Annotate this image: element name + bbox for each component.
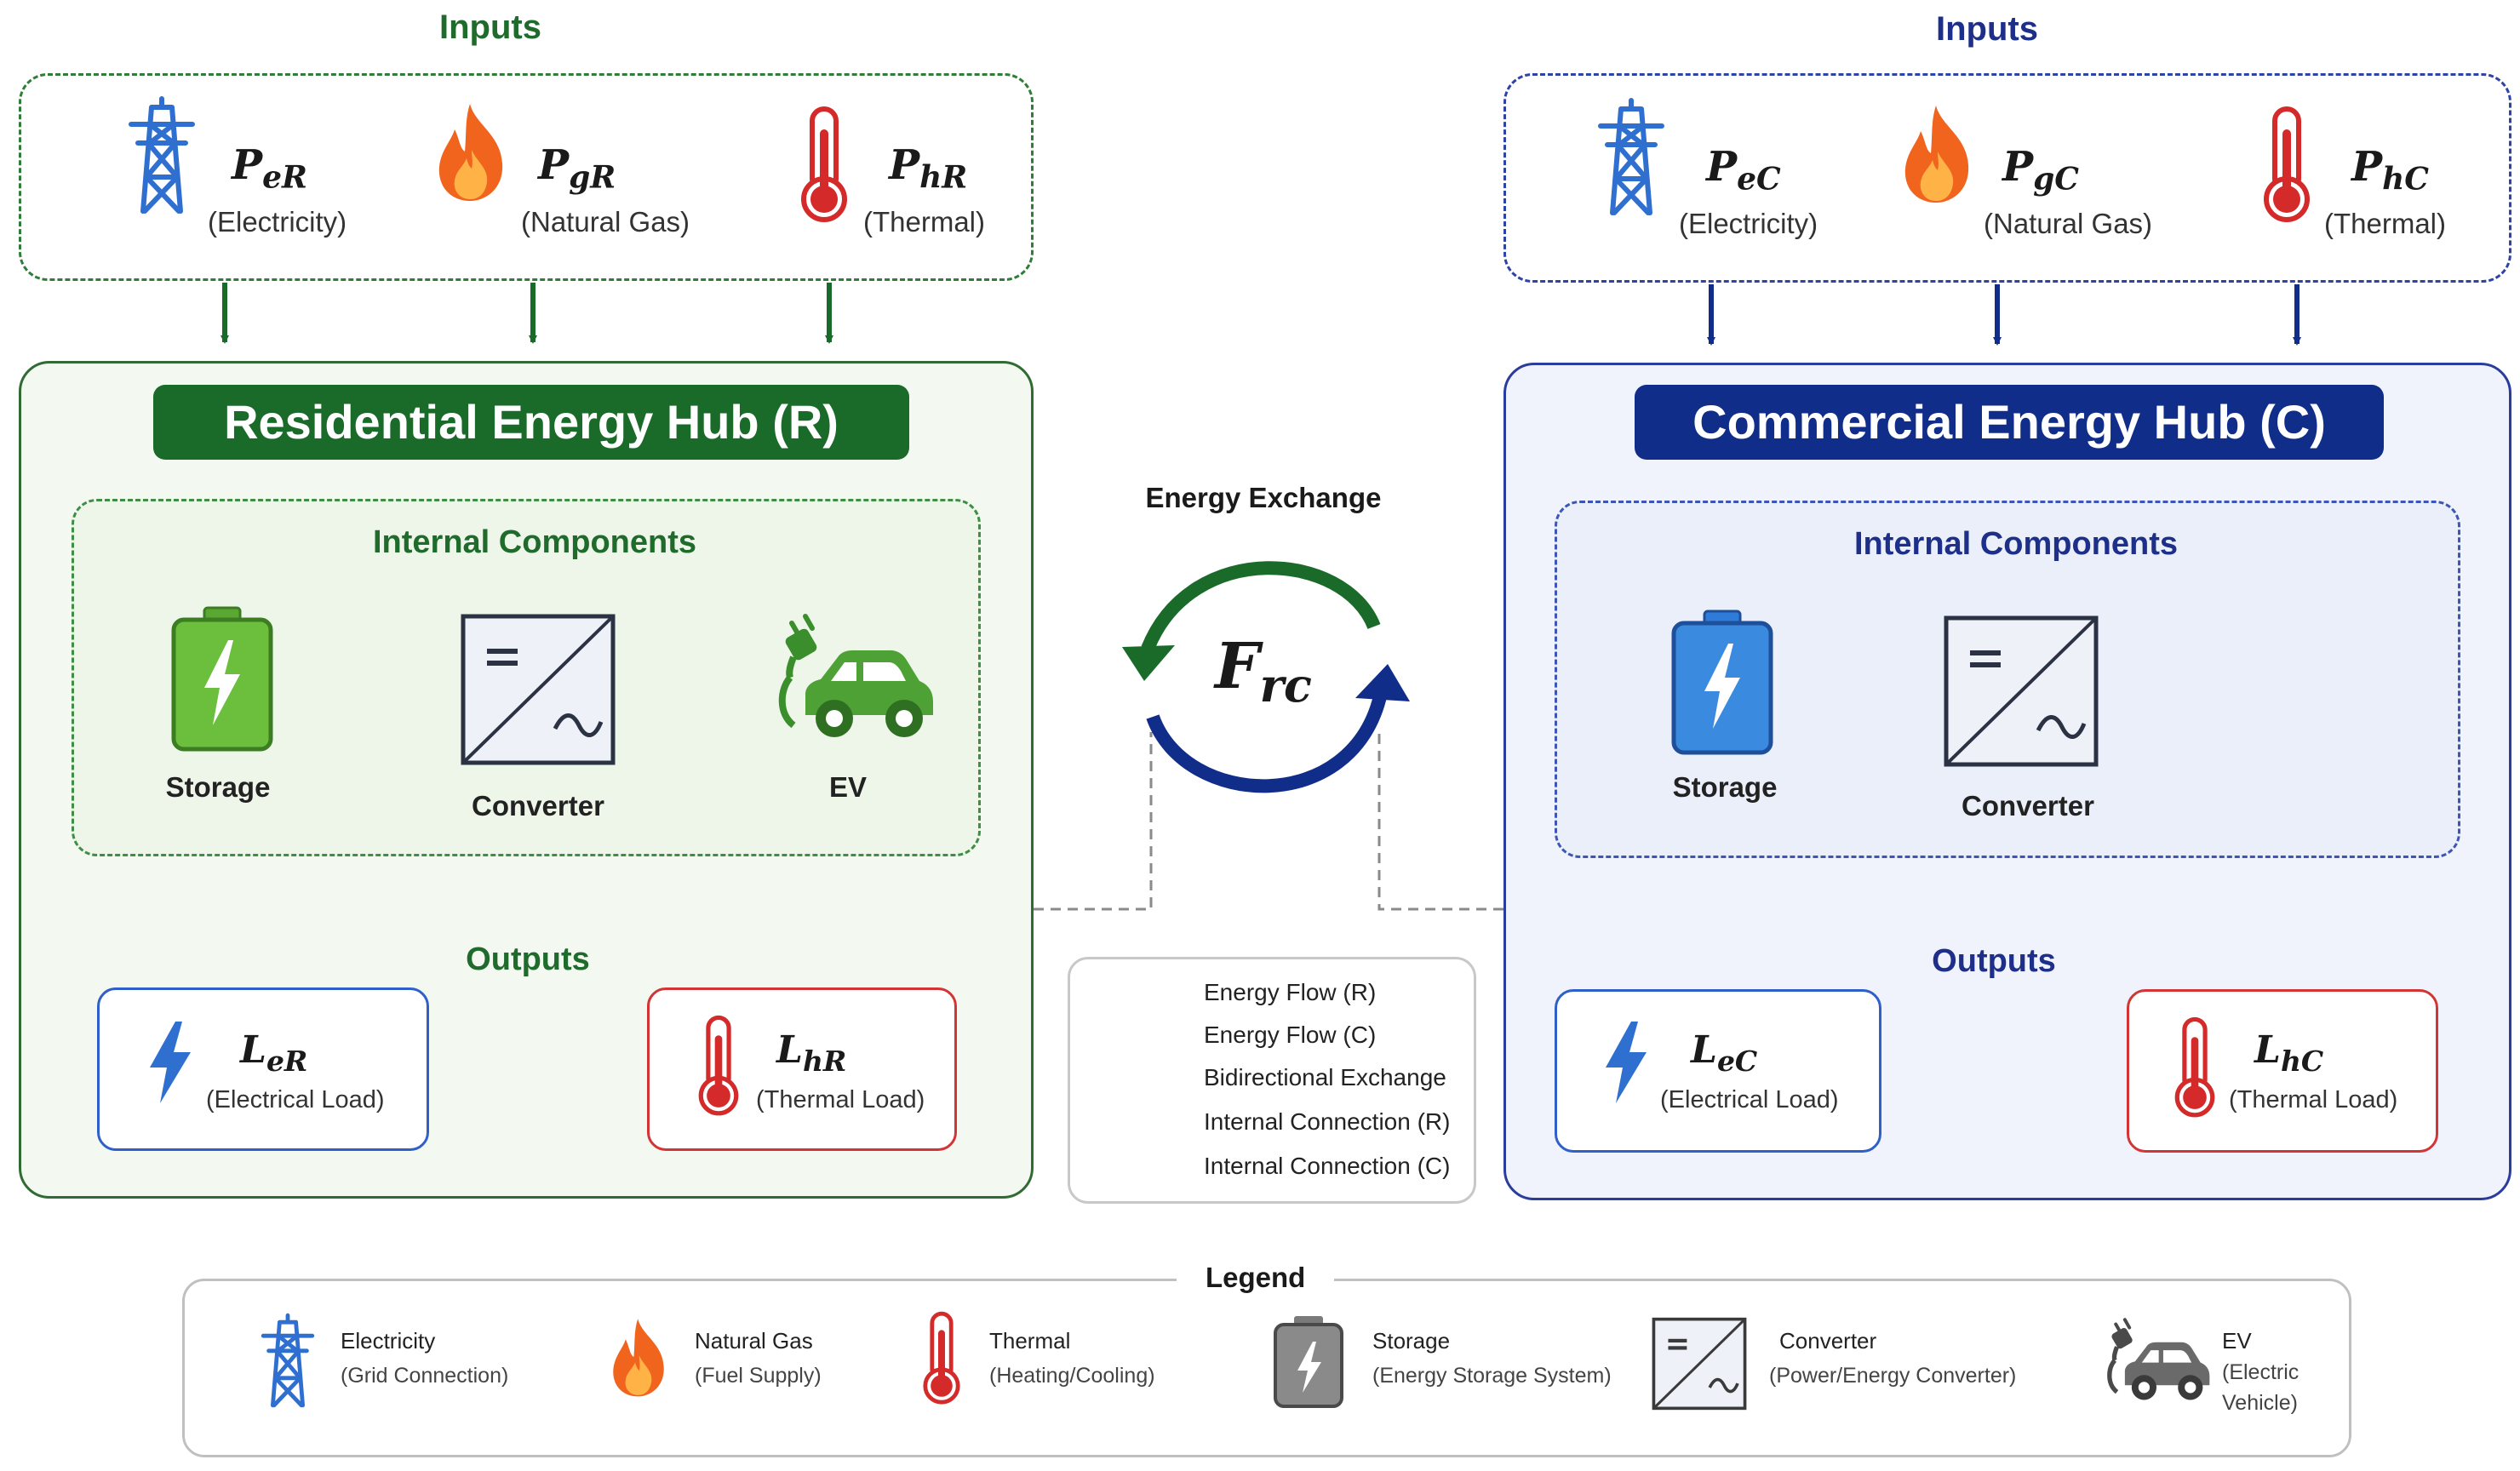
lightning-icon — [1601, 1020, 1652, 1105]
legend-desc-storage: (Energy Storage System) — [1372, 1364, 1612, 1388]
flame-icon — [608, 1316, 669, 1398]
load-box-thermal-r — [647, 987, 957, 1151]
component-label-converter: Converter — [1962, 790, 2094, 821]
legend-desc-ev-line2: Vehicle) — [2222, 1391, 2298, 1415]
load-symbol-ler: LeR — [240, 1028, 308, 1078]
electric-car-icon — [775, 606, 936, 759]
residential-outputs-title: Outputs — [466, 942, 590, 977]
commercial-hub-title: Commercial Energy Hub (C) — [1635, 385, 2384, 460]
input-name-electricity: (Electricity) — [208, 206, 347, 238]
flow-legend-energy-flow-c: Energy Flow (C) — [1204, 1022, 1377, 1048]
flow-legend-internal-r: Internal Connection (R) — [1204, 1108, 1451, 1135]
thermometer-icon — [921, 1311, 962, 1406]
transmission-tower-icon — [1597, 97, 1665, 216]
component-label-storage: Storage — [165, 771, 271, 803]
legend-name-storage: Storage — [1372, 1328, 1451, 1354]
legend-name-thermal: Thermal — [989, 1328, 1071, 1354]
flame-icon — [432, 100, 509, 203]
component-label-ev: EV — [828, 771, 868, 803]
load-name-thermal: (Thermal Load) — [2229, 1086, 2398, 1113]
legend-name-natural-gas: Natural Gas — [695, 1328, 813, 1354]
battery-icon — [1272, 1314, 1345, 1410]
exchange-arc-blue — [1146, 691, 1388, 793]
legend-name-converter: Converter — [1779, 1328, 1877, 1354]
input-name-natural-gas: (Natural Gas) — [521, 206, 690, 238]
electric-car-icon — [2105, 1313, 2212, 1415]
residential-inputs-title: Inputs — [439, 9, 541, 46]
legend-desc-natural-gas: (Fuel Supply) — [695, 1364, 822, 1388]
exchange-link-left — [1034, 732, 1153, 911]
commercial-inputs-title: Inputs — [1936, 10, 2038, 48]
load-name-thermal: (Thermal Load) — [756, 1086, 925, 1113]
legend-title: Legend — [1177, 1262, 1335, 1294]
residential-components-title: Internal Components — [372, 524, 697, 560]
battery-icon — [170, 606, 274, 753]
input-name-thermal: (Thermal) — [2324, 208, 2447, 239]
thermometer-icon — [799, 106, 850, 225]
converter-icon — [460, 613, 616, 766]
load-box-thermal-c — [2127, 989, 2438, 1153]
residential-inputs-box — [19, 73, 1034, 281]
exchange-symbol-frc: Frc — [1215, 630, 1312, 713]
load-symbol-lhr: LhR — [776, 1028, 847, 1078]
residential-hub-title: Residential Energy Hub (R) — [153, 385, 909, 460]
commercial-inputs-box — [1503, 73, 2511, 283]
flow-legend-energy-flow-r: Energy Flow (R) — [1204, 979, 1377, 1005]
converter-icon — [1943, 615, 2099, 768]
load-name-electrical: (Electrical Load) — [206, 1086, 385, 1113]
exchange-arc-green — [1141, 561, 1381, 652]
input-symbol-per: PeR — [232, 141, 307, 196]
converter-icon — [1652, 1316, 1747, 1411]
load-symbol-lec: LeC — [1691, 1028, 1758, 1078]
lightning-icon — [145, 1020, 196, 1105]
exchange-link-right — [1377, 732, 1503, 911]
input-symbol-pgc: PgC — [2002, 143, 2079, 197]
load-box-electrical-r — [97, 987, 429, 1151]
load-symbol-lhc: LhC — [2254, 1028, 2324, 1078]
load-name-electrical: (Electrical Load) — [1660, 1086, 1839, 1113]
legend-name-electricity: Electricity — [341, 1328, 436, 1354]
thermometer-icon — [696, 1015, 741, 1118]
thermometer-icon — [2261, 106, 2312, 225]
energy-exchange-label: Energy Exchange — [1145, 482, 1382, 513]
legend-desc-electricity: (Grid Connection) — [341, 1364, 509, 1388]
transmission-tower-icon — [261, 1313, 315, 1408]
exchange-arrowhead-blue — [1355, 664, 1410, 701]
component-label-storage: Storage — [1672, 771, 1778, 803]
battery-icon — [1670, 610, 1774, 756]
input-symbol-pgr: PgR — [538, 141, 616, 196]
transmission-tower-icon — [128, 95, 196, 215]
legend-desc-thermal: (Heating/Cooling) — [989, 1364, 1155, 1388]
flow-legend-bidirectional: Bidirectional Exchange — [1204, 1064, 1446, 1090]
component-label-converter: Converter — [472, 790, 604, 821]
legend-desc-ev-line1: (Electric — [2222, 1360, 2300, 1384]
input-name-thermal: (Thermal) — [863, 206, 986, 238]
input-name-natural-gas: (Natural Gas) — [1984, 208, 2153, 239]
legend-name-ev: EV — [2222, 1328, 2252, 1354]
flow-legend-box — [1068, 957, 1476, 1204]
input-symbol-phc: PhC — [2351, 143, 2429, 197]
flame-icon — [1899, 102, 1975, 204]
load-box-electrical-c — [1555, 989, 1881, 1153]
flow-legend-internal-c: Internal Connection (C) — [1204, 1153, 1451, 1179]
commercial-outputs-title: Outputs — [1932, 943, 2056, 979]
input-symbol-pec: PeC — [1706, 143, 1781, 197]
commercial-components-title: Internal Components — [1853, 526, 2179, 562]
exchange-arrowhead-green — [1122, 645, 1175, 681]
thermometer-icon — [2173, 1016, 2217, 1119]
legend-desc-converter: (Power/Energy Converter) — [1769, 1364, 2017, 1388]
input-name-electricity: (Electricity) — [1679, 208, 1818, 239]
input-symbol-phr: PhR — [889, 141, 968, 196]
